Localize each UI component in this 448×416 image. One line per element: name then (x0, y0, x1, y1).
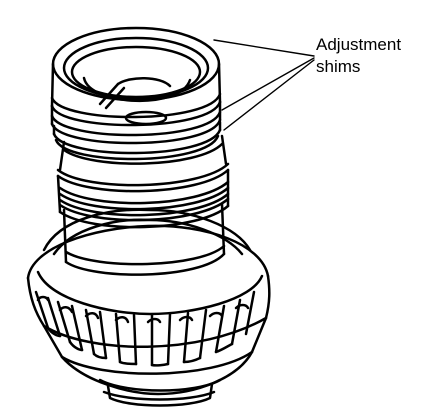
pinion-sleeve (56, 134, 230, 276)
adjustment-shims (50, 26, 222, 161)
bearing-rollers (34, 290, 256, 367)
adjustment-shims-callout: Adjustment shims (316, 34, 441, 78)
callout-leader-lines (213, 39, 315, 131)
callout-line-1: Adjustment (316, 35, 402, 54)
callout-line-2: shims (316, 57, 361, 76)
